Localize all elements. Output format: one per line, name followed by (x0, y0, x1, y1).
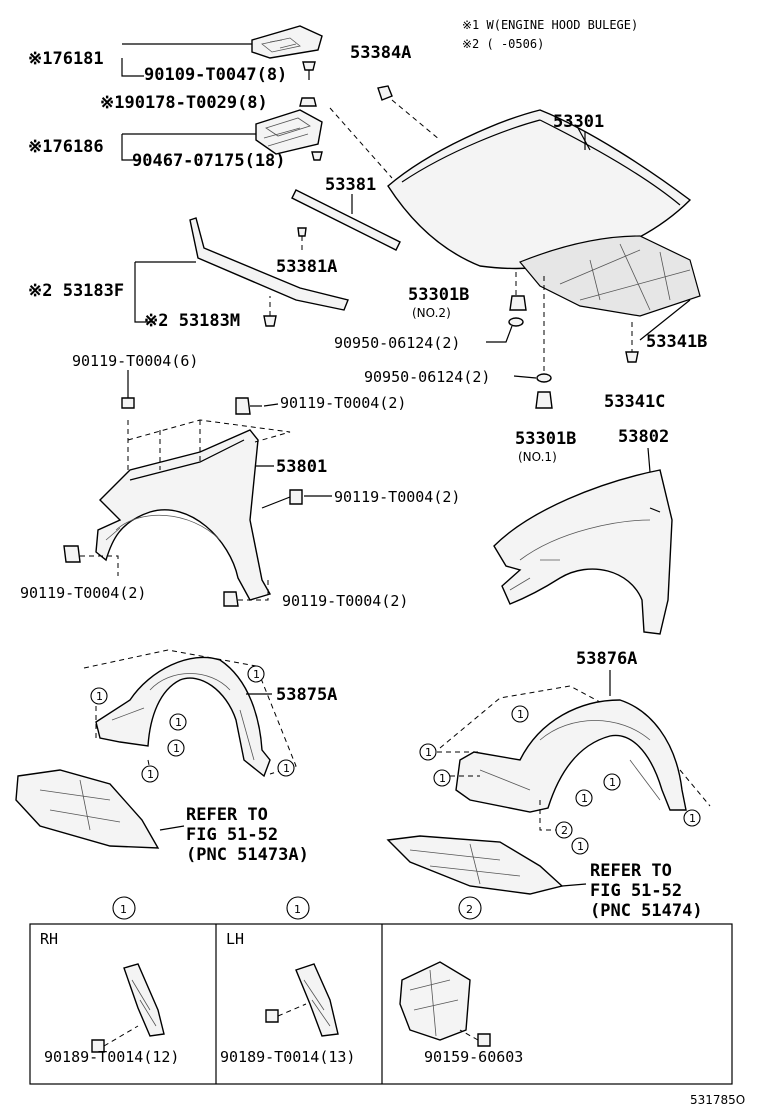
label-53341b: 53341B (646, 332, 707, 352)
svg-text:1: 1 (581, 792, 588, 805)
cushion-53301b-no1 (535, 391, 553, 409)
detail-lh-part: 90189-T0014(13) (220, 1048, 355, 1066)
screw-90109 (302, 61, 316, 80)
detail-c2-callout: 2 (466, 903, 473, 916)
bolt-90119-b (235, 397, 262, 415)
svg-text:1: 1 (96, 690, 103, 703)
clip-90467 (311, 151, 323, 161)
label-190178-t0029: ※190178-T0029(8) (100, 93, 268, 113)
label-fig-51-52-1: FIG 51-52 (186, 825, 278, 845)
detail-c2-part: 90159-60603 (424, 1048, 523, 1066)
clip-53183m (263, 315, 277, 327)
svg-text:1: 1 (689, 812, 696, 825)
callouts-left-liner: 1 1 1 1 1 1 (90, 665, 295, 783)
label-53876a: 53876A (576, 649, 637, 669)
bolt-90119-d (63, 545, 81, 563)
label-90109-t0047: 90109-T0047(8) (144, 65, 287, 85)
label-53183m: ※2 53183M (144, 311, 240, 331)
svg-text:1: 1 (147, 768, 154, 781)
detail-rh-part: 90189-T0014(12) (44, 1048, 179, 1066)
bolt-90119-e (223, 591, 239, 607)
label-90119-t0004-b: 90119-T0004(2) (280, 394, 406, 412)
fender-liner-53875a (95, 656, 271, 778)
callouts-right-liner: 1 1 1 1 1 1 2 1 (419, 705, 701, 855)
bolt-90119-a (121, 397, 135, 409)
label-90119-t0004-e: 90119-T0004(2) (282, 592, 408, 610)
cushion-53301b-no2 (508, 295, 527, 327)
diagram-code: 531785O (690, 1093, 745, 1107)
detail-rh-callout: 1 (120, 903, 127, 916)
label-176181: ※176181 (28, 49, 104, 69)
label-90119-t0004-d: 90119-T0004(2) (20, 584, 146, 602)
fender-53802 (493, 469, 673, 635)
label-90950-06124-a: 90950-06124(2) (334, 334, 460, 352)
label-53802: 53802 (618, 427, 669, 447)
label-no1: (NO.1) (518, 450, 557, 464)
fender-liner-53876a (455, 699, 687, 813)
clip-53384a (377, 85, 393, 101)
detail-lh-liner (265, 963, 339, 1037)
label-53801: 53801 (276, 457, 327, 477)
svg-text:1: 1 (175, 716, 182, 729)
washer-90950-b (536, 373, 552, 383)
label-refer-to-1: REFER TO (186, 805, 268, 825)
note-engine-hood-bulge: ※1 W(ENGINE HOOD BULEGE) (462, 18, 638, 32)
note-date-range: ※2 ( -0506) (462, 37, 544, 51)
detail-box-frame (29, 923, 733, 1085)
undercover-right (386, 835, 564, 895)
label-90119-t0004-c: 90119-T0004(2) (334, 488, 460, 506)
svg-text:1: 1 (173, 742, 180, 755)
label-53381a: 53381A (276, 257, 337, 277)
hood-panel-53301 (387, 109, 701, 317)
label-90950-06124-b: 90950-06124(2) (364, 368, 490, 386)
detail-rh-label: RH (40, 930, 58, 948)
detail-box-callout-headers: 1 1 2 (112, 896, 482, 920)
svg-text:1: 1 (439, 772, 446, 785)
undercover-left (15, 769, 160, 849)
label-53301b-no2: 53301B (408, 285, 469, 305)
clip-53341c (625, 351, 639, 363)
label-53875a: 53875A (276, 685, 337, 705)
fender-53801 (95, 429, 272, 601)
svg-text:2: 2 (561, 824, 568, 837)
seal-53183f (189, 217, 349, 311)
svg-text:1: 1 (517, 708, 524, 721)
label-176186: ※176186 (28, 137, 104, 157)
label-53381: 53381 (325, 175, 376, 195)
label-fig-51-52-2: FIG 51-52 (590, 881, 682, 901)
svg-text:1: 1 (609, 776, 616, 789)
svg-text:1: 1 (425, 746, 432, 759)
svg-text:1: 1 (283, 762, 290, 775)
detail-rh-liner (91, 963, 165, 1053)
label-90467-07175: 90467-07175(18) (132, 151, 286, 171)
svg-text:1: 1 (577, 840, 584, 853)
hood-bulge-bracket (255, 109, 323, 155)
bolt-90119-c (261, 489, 303, 509)
label-no2: (NO.2) (412, 306, 451, 320)
label-53341c: 53341C (604, 392, 665, 412)
label-53384a: 53384A (350, 43, 411, 63)
detail-lh-callout: 1 (294, 903, 301, 916)
label-53183f: ※2 53183F (28, 281, 124, 301)
label-90119-t0004-6: 90119-T0004(6) (72, 352, 198, 370)
nut-190178 (299, 97, 317, 107)
hood-bulge-part (251, 25, 323, 59)
label-53301: 53301 (553, 112, 604, 132)
clip-53381a (297, 227, 307, 237)
label-refer-to-2: REFER TO (590, 861, 672, 881)
detail-lh-label: LH (226, 930, 244, 948)
label-53301b-no1: 53301B (515, 429, 576, 449)
label-pnc-51473a: (PNC 51473A) (186, 845, 309, 865)
svg-text:1: 1 (253, 668, 260, 681)
detail-c2-liner (399, 961, 491, 1047)
label-pnc-51474: (PNC 51474) (590, 901, 703, 921)
hood-seal-53381 (291, 189, 401, 251)
